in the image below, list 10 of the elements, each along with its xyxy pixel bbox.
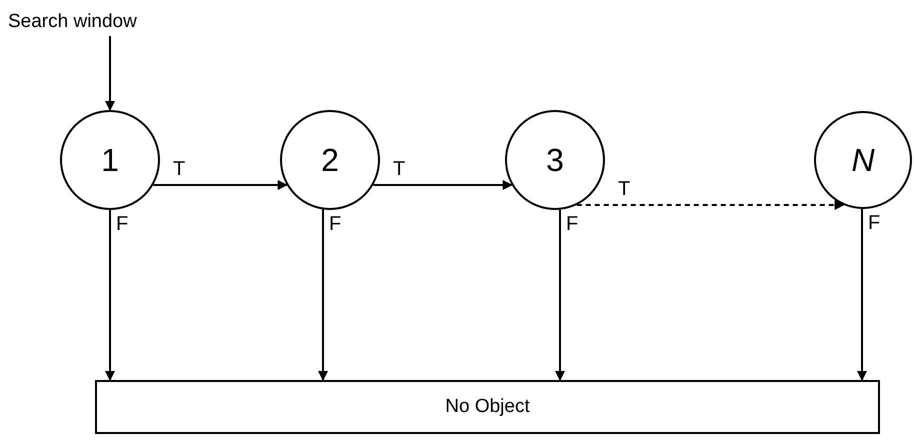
caption-text: Search window [8, 8, 158, 36]
arrow [153, 180, 288, 190]
arrow [105, 210, 115, 381]
arrow [576, 200, 845, 210]
arrow [857, 209, 867, 381]
arrow [373, 180, 513, 190]
arrow [555, 210, 565, 381]
arrow [105, 36, 115, 111]
arrow [318, 210, 328, 381]
result-box: No Object [95, 380, 880, 434]
